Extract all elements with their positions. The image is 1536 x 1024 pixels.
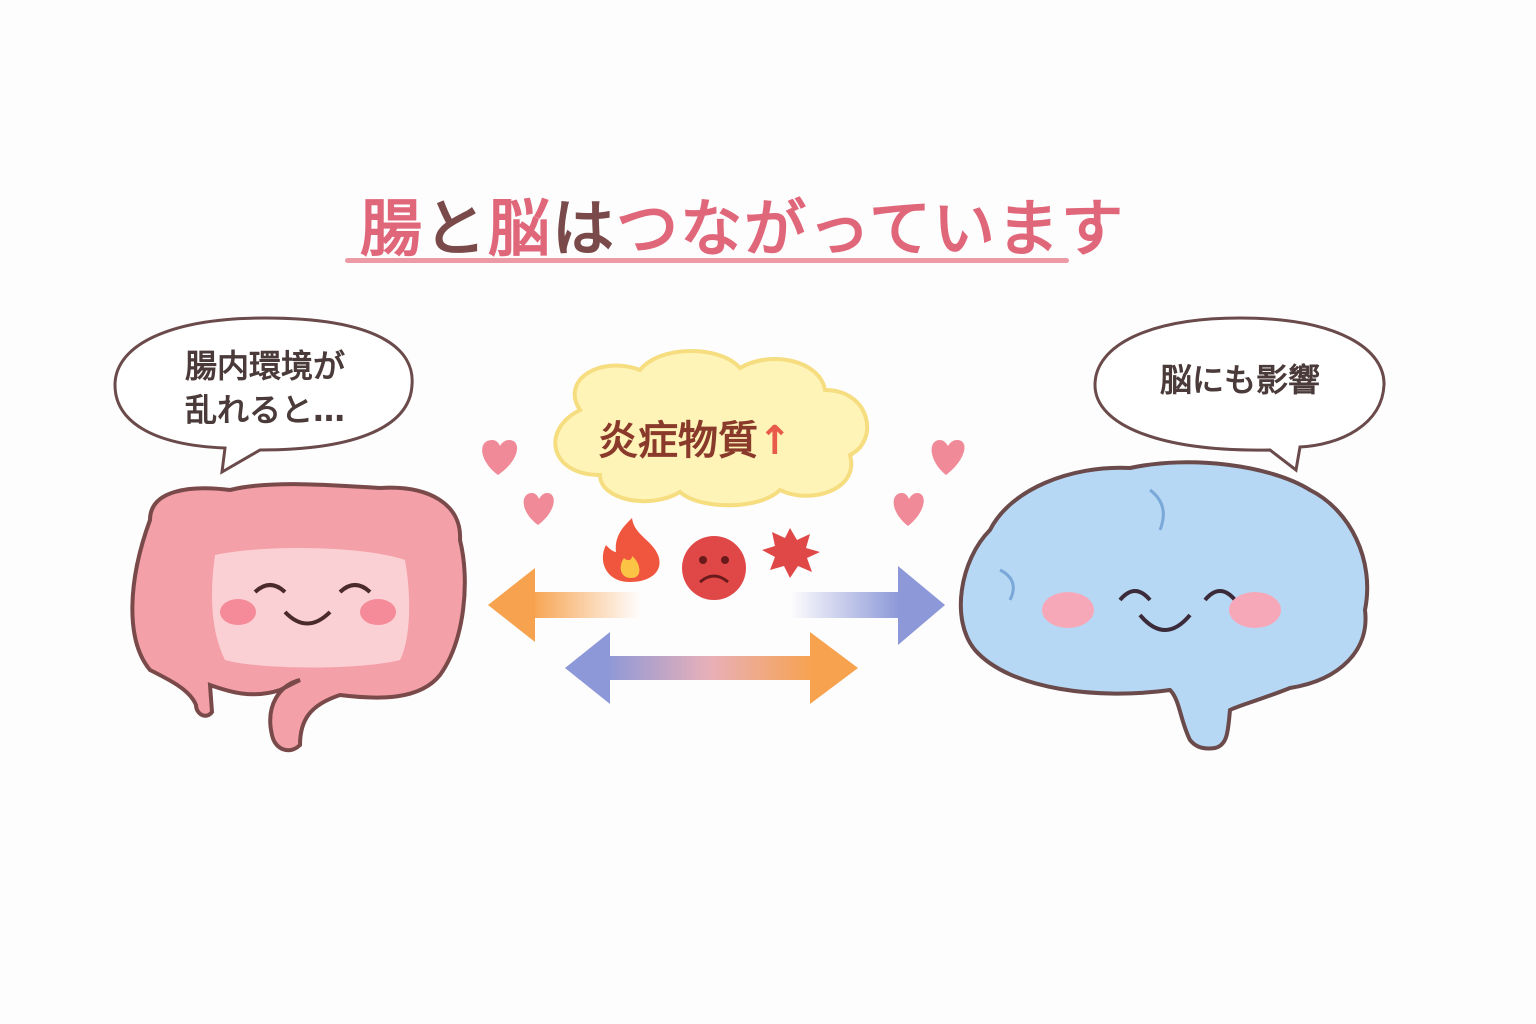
page-title: 腸と脳はつながっています bbox=[360, 178, 1125, 268]
smile bbox=[1138, 613, 1192, 632]
heart-icon bbox=[893, 493, 924, 526]
heart-icon bbox=[482, 440, 518, 475]
fire-icon bbox=[602, 518, 660, 582]
left-bubble-line-2: 乱れると… bbox=[184, 391, 345, 429]
title-underline bbox=[345, 258, 1069, 263]
right-bubble-line: 脳にも影響 bbox=[1159, 361, 1320, 399]
smile bbox=[283, 610, 332, 626]
heart-icon bbox=[931, 440, 965, 475]
inflammatory-substance-label: 炎症物質 bbox=[598, 418, 758, 464]
eye bbox=[338, 583, 372, 594]
inflammation-cloud bbox=[553, 349, 870, 508]
title-particle-2: は bbox=[552, 192, 617, 265]
title-rest: つながっています bbox=[616, 192, 1125, 265]
right-speech-bubble bbox=[1093, 316, 1386, 473]
title-particle: と bbox=[424, 192, 489, 265]
title-word-gut: 腸 bbox=[360, 192, 425, 265]
up-arrow-icon: ↑ bbox=[758, 418, 792, 464]
title-word-brain: 脳 bbox=[488, 192, 553, 265]
heart-icon bbox=[523, 493, 554, 525]
cloud-text: 炎症物質↑ bbox=[598, 408, 792, 466]
heart-icons bbox=[482, 440, 965, 526]
arrow-to-gut bbox=[488, 568, 640, 642]
arrow-to-brain bbox=[790, 566, 945, 645]
eye bbox=[1118, 589, 1152, 602]
intestine-character bbox=[130, 482, 467, 753]
virus-icon bbox=[762, 528, 820, 578]
right-bubble-text: 脳にも影響 bbox=[1110, 358, 1370, 402]
left-bubble-text: 腸内環境が 乱れると… bbox=[150, 344, 380, 432]
left-speech-bubble bbox=[113, 316, 414, 475]
sad-face-icon bbox=[682, 536, 746, 600]
bidirectional-arrow bbox=[565, 632, 858, 704]
left-bubble-line-1: 腸内環境が bbox=[184, 347, 345, 385]
eye bbox=[253, 583, 287, 594]
brain-character bbox=[958, 460, 1370, 751]
eye bbox=[1203, 589, 1237, 602]
